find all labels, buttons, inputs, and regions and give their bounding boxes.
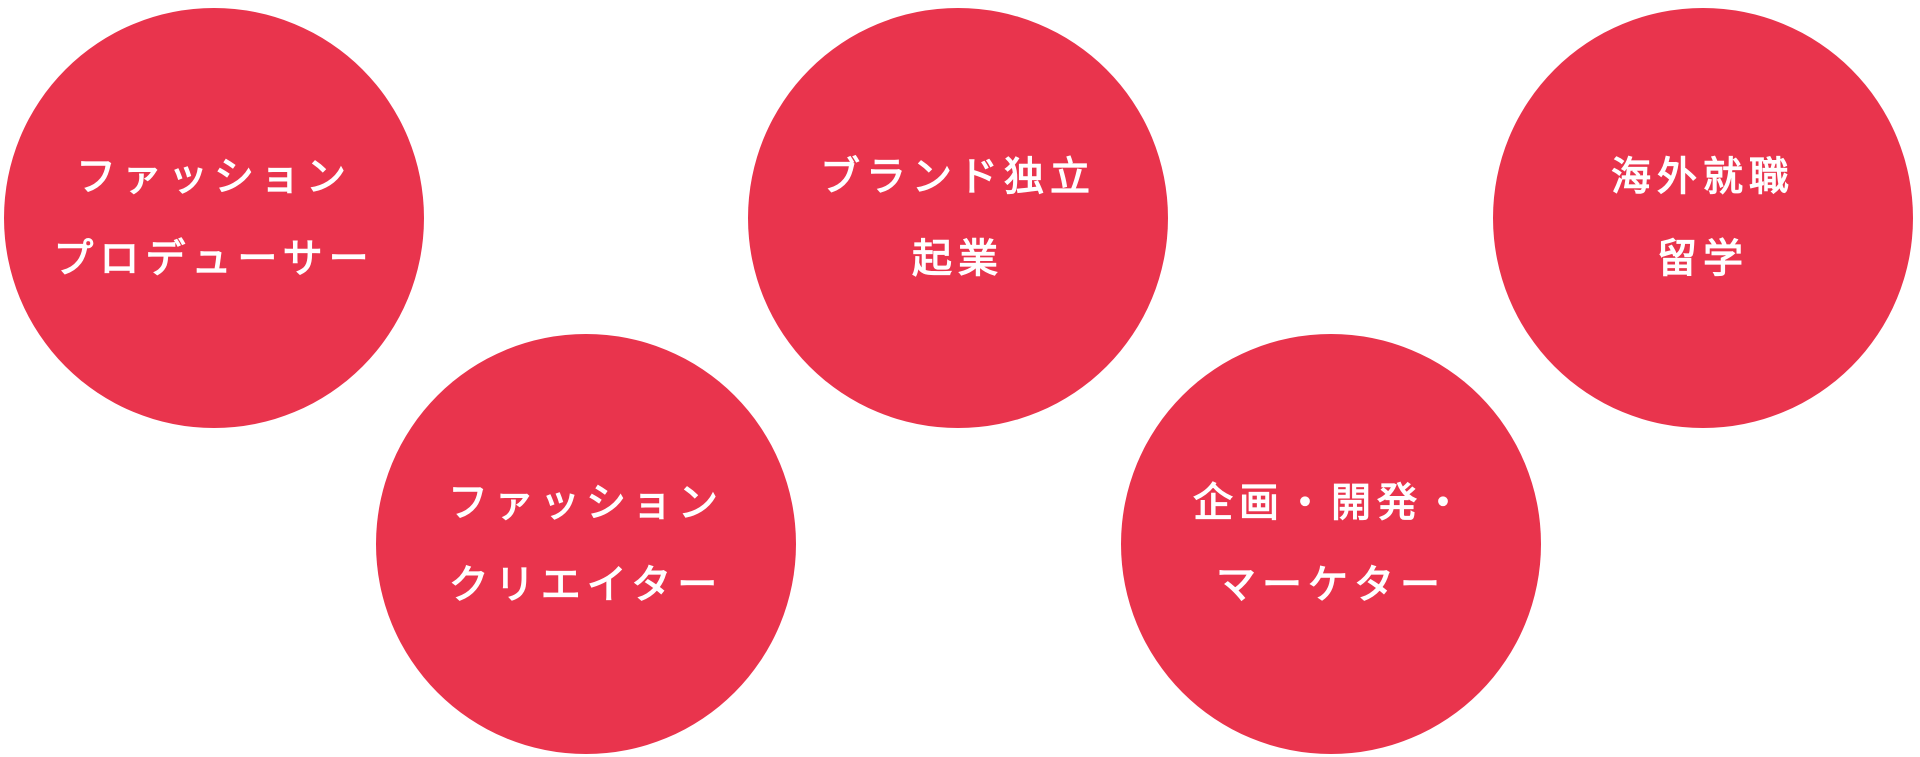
career-label-line1: ファッション — [75, 153, 352, 200]
career-label: 海外就職 留学 — [1611, 136, 1795, 300]
career-label-line2: クリエイター — [448, 561, 724, 608]
career-label-line1: ブランド独立 — [820, 153, 1096, 200]
career-label: ファッション プロデューサー — [53, 136, 374, 300]
career-label: 企画・開発・ マーケター — [1193, 462, 1469, 626]
career-label-line2: マーケター — [1216, 561, 1446, 608]
career-circle-planning-marketer: 企画・開発・ マーケター — [1121, 334, 1541, 754]
career-label-line1: 企画・開発・ — [1193, 479, 1469, 526]
career-circle-fashion-creator: ファッション クリエイター — [376, 334, 796, 754]
career-label-line2: 留学 — [1657, 235, 1749, 282]
career-label-line2: 起業 — [912, 235, 1004, 282]
career-circle-fashion-producer: ファッション プロデューサー — [4, 8, 424, 428]
career-label-line2: プロデューサー — [53, 235, 375, 282]
career-label: ファッション クリエイター — [448, 462, 724, 626]
career-circle-overseas: 海外就職 留学 — [1493, 8, 1913, 428]
career-label-line1: 海外就職 — [1611, 153, 1795, 200]
career-label-line1: ファッション — [448, 479, 724, 526]
career-circle-brand-startup: ブランド独立 起業 — [748, 8, 1168, 428]
career-label: ブランド独立 起業 — [820, 136, 1096, 300]
